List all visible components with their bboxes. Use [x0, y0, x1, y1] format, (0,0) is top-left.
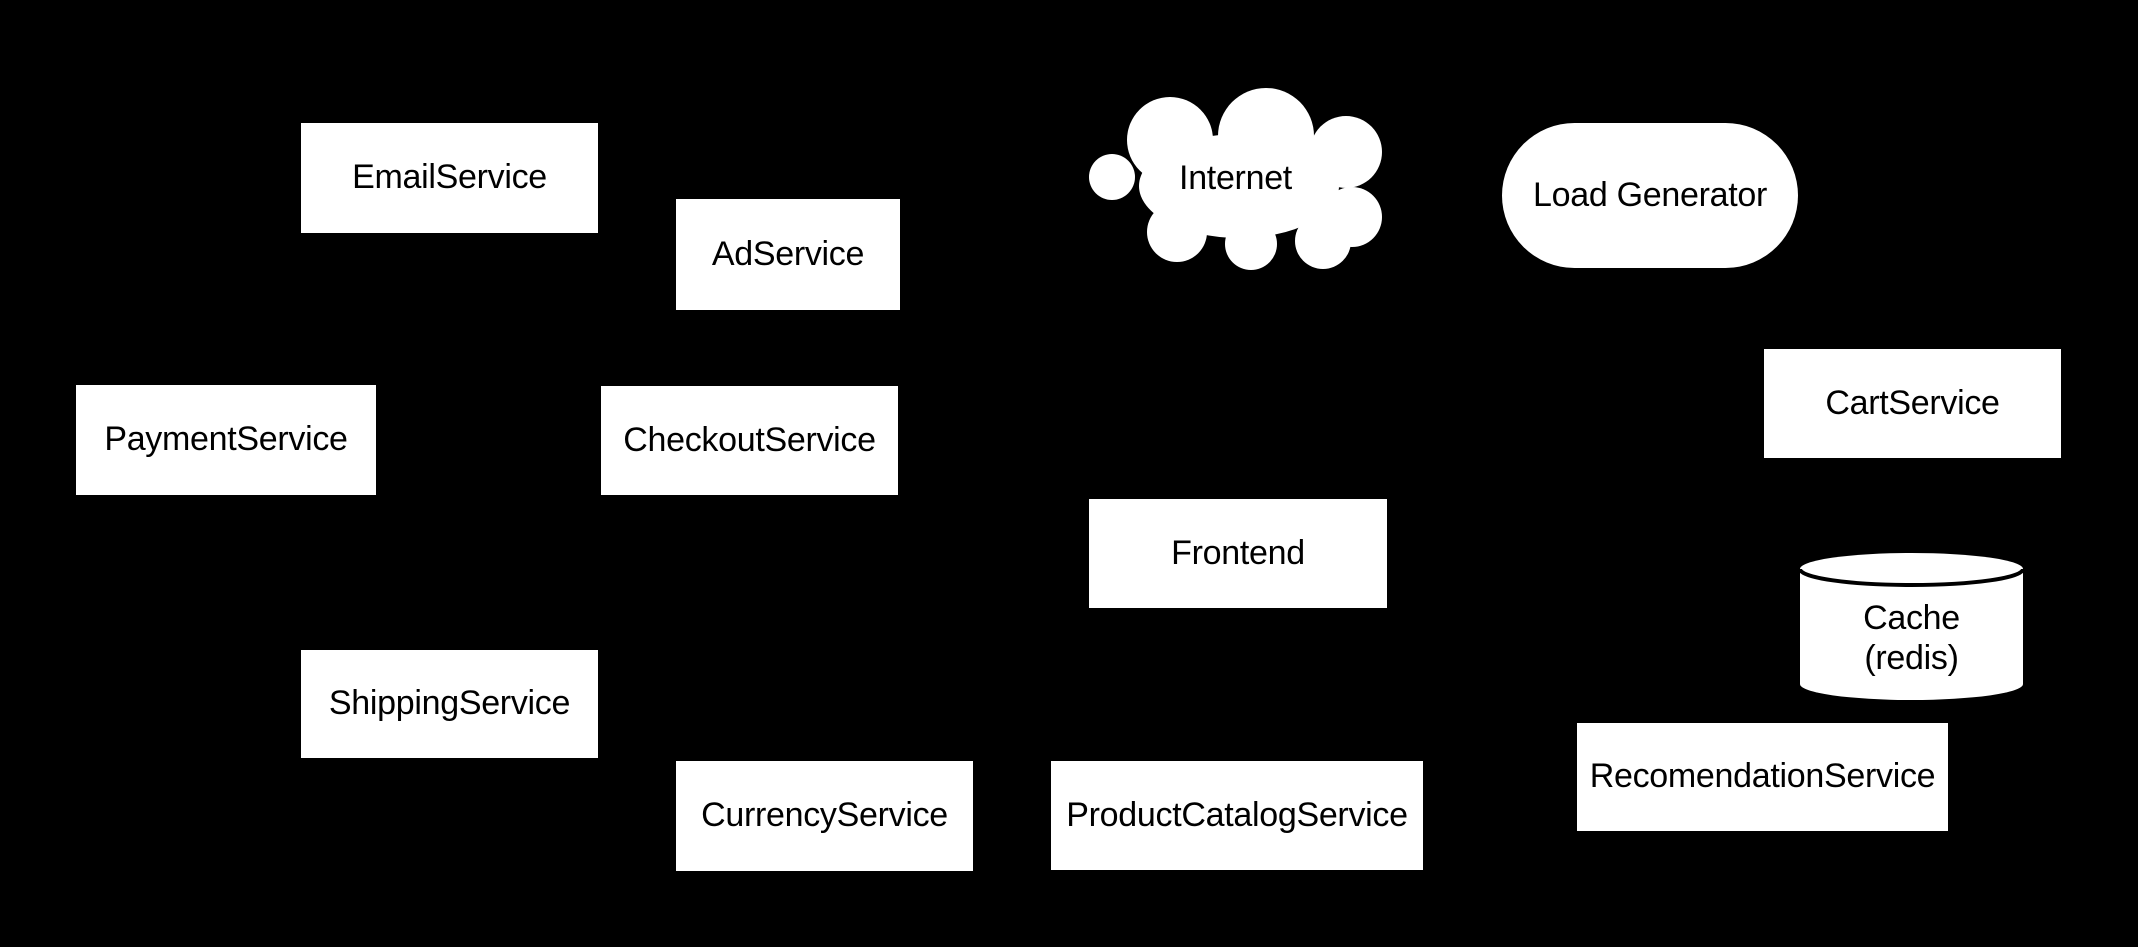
node-currency-service: CurrencyService	[676, 761, 973, 871]
node-label-payment-service: PaymentService	[104, 420, 348, 459]
node-payment-service: PaymentService	[76, 385, 376, 495]
node-label-line: ProductCatalogService	[1066, 795, 1408, 834]
node-internet: Internet	[1089, 88, 1382, 270]
node-load-generator: Load Generator	[1502, 123, 1798, 268]
node-checkout-service: CheckoutService	[601, 386, 898, 495]
node-label-currency-service: CurrencyService	[701, 796, 948, 835]
node-label-line: CartService	[1825, 383, 2000, 422]
node-label-line: (redis)	[1864, 638, 1959, 677]
node-label-internet: Internet	[1179, 159, 1292, 198]
node-label-recomendation-service: RecomendationService	[1590, 757, 1936, 796]
node-label-line: CheckoutService	[623, 420, 876, 459]
node-label-product-catalog-service: ProductCatalogService	[1066, 795, 1408, 835]
node-label-line: RecomendationService	[1589, 757, 1936, 796]
node-label-line: Frontend	[1171, 533, 1305, 572]
node-recomendation-service: RecomendationService	[1577, 723, 1948, 831]
node-label-line: ShippingService	[328, 684, 571, 723]
node-label-line: CurrencyService	[701, 796, 948, 835]
node-label-ad-service: AdService	[711, 234, 865, 274]
cloud-icon	[1089, 88, 1382, 270]
node-cache-redis: Cache(redis)	[1800, 553, 2023, 700]
node-label-checkout-service: CheckoutService	[623, 421, 876, 460]
node-product-catalog-service: ProductCatalogService	[1051, 761, 1423, 870]
node-label-shipping-service: ShippingService	[328, 684, 571, 723]
node-label-cart-service: CartService	[1825, 383, 2000, 423]
node-label-cache-redis: Cache(redis)	[1863, 575, 1960, 677]
node-label-line: AdService	[711, 234, 865, 273]
node-cart-service: CartService	[1764, 349, 2061, 458]
node-frontend: Frontend	[1089, 499, 1387, 608]
node-label-email-service: EmailService	[352, 158, 547, 197]
node-ad-service: AdService	[676, 199, 900, 310]
node-label-line: Internet	[1179, 159, 1292, 198]
node-email-service: EmailService	[301, 123, 598, 233]
node-label-line: Cache	[1863, 599, 1960, 638]
node-label-line: EmailService	[352, 158, 547, 197]
database-cylinder-icon	[1800, 553, 2023, 700]
node-label-load-generator: Load Generator	[1533, 176, 1767, 215]
node-label-line: PaymentService	[104, 420, 348, 459]
node-label-line: Load Generator	[1533, 175, 1767, 214]
node-shipping-service: ShippingService	[301, 650, 598, 758]
node-label-frontend: Frontend	[1171, 534, 1305, 573]
